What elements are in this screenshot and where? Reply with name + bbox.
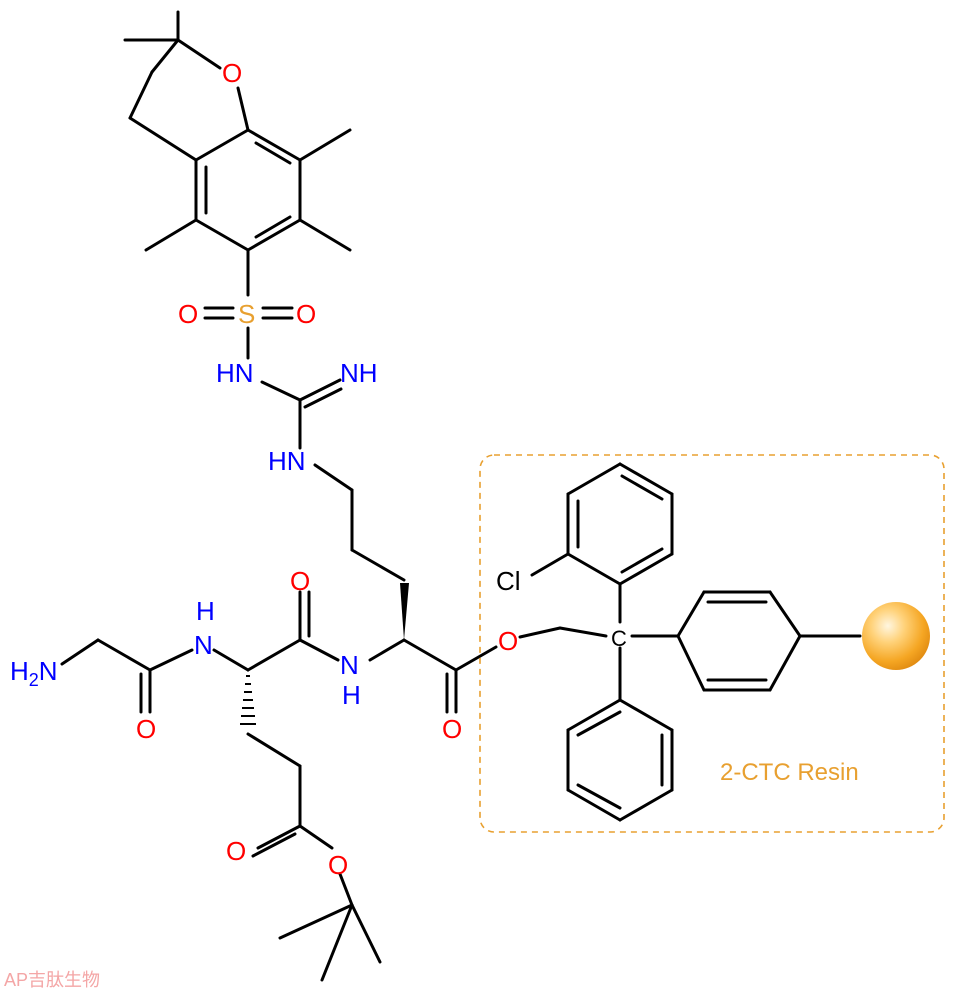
resin-dashed-box [479,454,945,833]
atom-o-s-right: O [296,299,316,329]
atom-o-gly: O [136,714,156,744]
atom-o-side: O [226,836,246,866]
atom-c-center: C [611,626,627,651]
atom-o-s-left: O [178,299,198,329]
atom-cl: Cl [496,566,521,596]
watermark-logo: AP吉肽生物 [4,970,100,990]
atom-nh-imine: NH [340,358,378,388]
wedge-bond-arg [400,583,409,640]
atom-hn-sulfonyl: HN [216,358,254,388]
atom-o-glu: O [290,566,310,596]
atom-h2n: H2N [10,656,58,690]
atom-n-glu: N [194,630,213,660]
atom-s: S [238,299,255,329]
atom-o-ring: O [222,58,242,88]
resin-bead-icon [862,602,930,670]
atom-h-glu: H [196,596,215,626]
atom-n-arg: N [340,650,359,680]
hash-bond-glu [240,675,256,725]
atom-o-arg: O [442,714,462,744]
atom-h-arg: H [342,680,361,710]
atom-o-ester: O [498,626,518,656]
atom-o-tbu: O [328,850,348,880]
bond-skeleton [60,10,862,982]
atom-hn-guan: HN [268,446,306,476]
atom-labels: O S O O HN NH HN H2N O H N O N H O O Cl … [10,58,627,880]
resin-label: 2-CTC Resin [720,759,859,786]
